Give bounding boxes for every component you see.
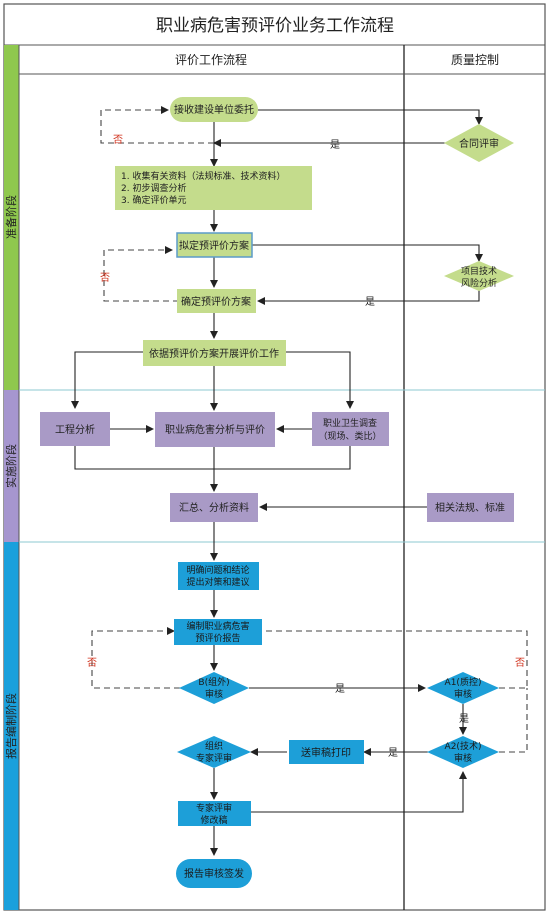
node-revise-draft [178,801,251,826]
connectors [71,109,483,856]
edge-eng-merge [74,446,214,470]
node-expert-review [177,736,251,768]
node-survey-line-1: 职业卫生调查 [323,417,377,429]
edge-a1-no [262,630,528,689]
label-no-contract: 否 [113,134,123,146]
node-b-line-2: 审核 [205,688,223,700]
node-accept-commission [170,97,258,122]
dashed-connectors [91,106,528,753]
node-confirm-plan-label: 确定预评价方案 [181,295,251,308]
node-expert-line-2: 专家评审 [196,752,232,764]
label-yes-risk: 是 [365,296,375,308]
node-collect-line-2: 2. 初步调查分析 [121,182,186,194]
edge-risk-yes [257,290,480,305]
edge-revise-to-a2 [251,771,467,813]
node-hazard-evaluation [155,412,275,447]
node-risk-line-1: 项目技术 [461,265,497,277]
node-regulations [427,493,514,522]
label-no-b: 否 [87,657,97,669]
node-b-line-1: B(组外) [198,676,229,688]
node-regs-label: 相关法规、标准 [435,501,505,514]
node-a1-line-2: 审核 [454,688,472,700]
node-collect-line-3: 3. 确定评价单元 [121,194,186,206]
edge-b-no [91,627,180,689]
label-yes-contract: 是 [330,139,340,151]
phase-band-impl [4,390,19,542]
node-compile-line-1: 编制职业病危害 [186,620,249,632]
node-expert-line-1: 组织 [205,740,223,752]
node-execute-evaluation [143,340,286,366]
node-a1-line-1: A1(质控) [445,676,482,688]
node-compile-report [174,619,262,645]
phase-band-prep [4,45,19,390]
node-summary [170,493,258,522]
node-eng-label: 工程分析 [55,423,95,436]
node-risk-line-2: 风险分析 [461,277,497,289]
page-title: 职业病危害预评价业务工作流程 [156,16,394,36]
node-draft-plan-label: 拟定预评价方案 [179,239,249,252]
edge-accept-to-contract [258,109,483,125]
node-engineering-analysis [40,412,110,446]
node-summary-label: 汇总、分析资料 [179,501,249,514]
node-accept-label: 接收建设单位委托 [174,103,254,116]
column-header-qc: 质量控制 [451,53,499,67]
node-risk-analysis [444,261,514,291]
node-contract-review [444,124,514,162]
node-revise-line-2: 修改稿 [200,814,227,826]
node-clarify-conclusions [178,562,259,590]
edge-draft-to-risk [252,244,483,262]
node-a2-review [427,736,499,768]
node-a2-line-2: 审核 [454,752,472,764]
label-yes-b: 是 [335,683,345,695]
label-yes-a2: 是 [388,747,398,759]
node-send-print-label: 送审稿打印 [301,746,351,759]
node-a1-review [427,672,499,704]
node-clarify-line-2: 提出对策和建议 [186,576,249,588]
node-collect-line-1: 1. 收集有关资料（法规标准、技术资料） [121,170,285,182]
node-clarify-line-1: 明确问题和结论 [186,564,249,576]
label-yes-a1: 是 [459,713,469,725]
node-collect-materials [115,166,312,210]
label-no-risk: 否 [100,272,110,284]
node-b-review [179,672,249,704]
node-confirm-plan [177,289,256,313]
phase-label-impl: 实施阶段 [4,444,18,488]
edge-execute-to-survey [286,351,354,409]
node-survey-line-2: （现场、类比） [318,430,381,442]
edge-risk-no [103,246,179,302]
node-sign-report [176,859,252,888]
node-draft-plan [176,232,253,258]
phase-label-prep: 准备阶段 [4,195,18,239]
phase-band-report [4,542,19,910]
node-compile-line-2: 预评价报告 [195,632,240,644]
label-no-a1: 否 [515,657,525,669]
node-revise-line-1: 专家评审 [196,802,232,814]
node-hygiene-survey [312,412,389,446]
node-hazard-label: 职业病危害分析与评价 [165,423,265,436]
node-sign-label: 报告审核签发 [184,867,244,880]
edge-a2-no [499,688,528,753]
node-a2-line-1: A2(技术) [445,740,482,752]
phase-label-report: 报告编制阶段 [4,693,18,759]
node-contract-review-label: 合同评审 [459,137,499,150]
edge-survey-merge [214,446,351,470]
node-execute-label: 依据预评价方案开展评价工作 [149,347,279,360]
edge-execute-to-eng [71,351,143,409]
column-header-flow: 评价工作流程 [175,52,247,67]
node-send-print [289,740,364,764]
